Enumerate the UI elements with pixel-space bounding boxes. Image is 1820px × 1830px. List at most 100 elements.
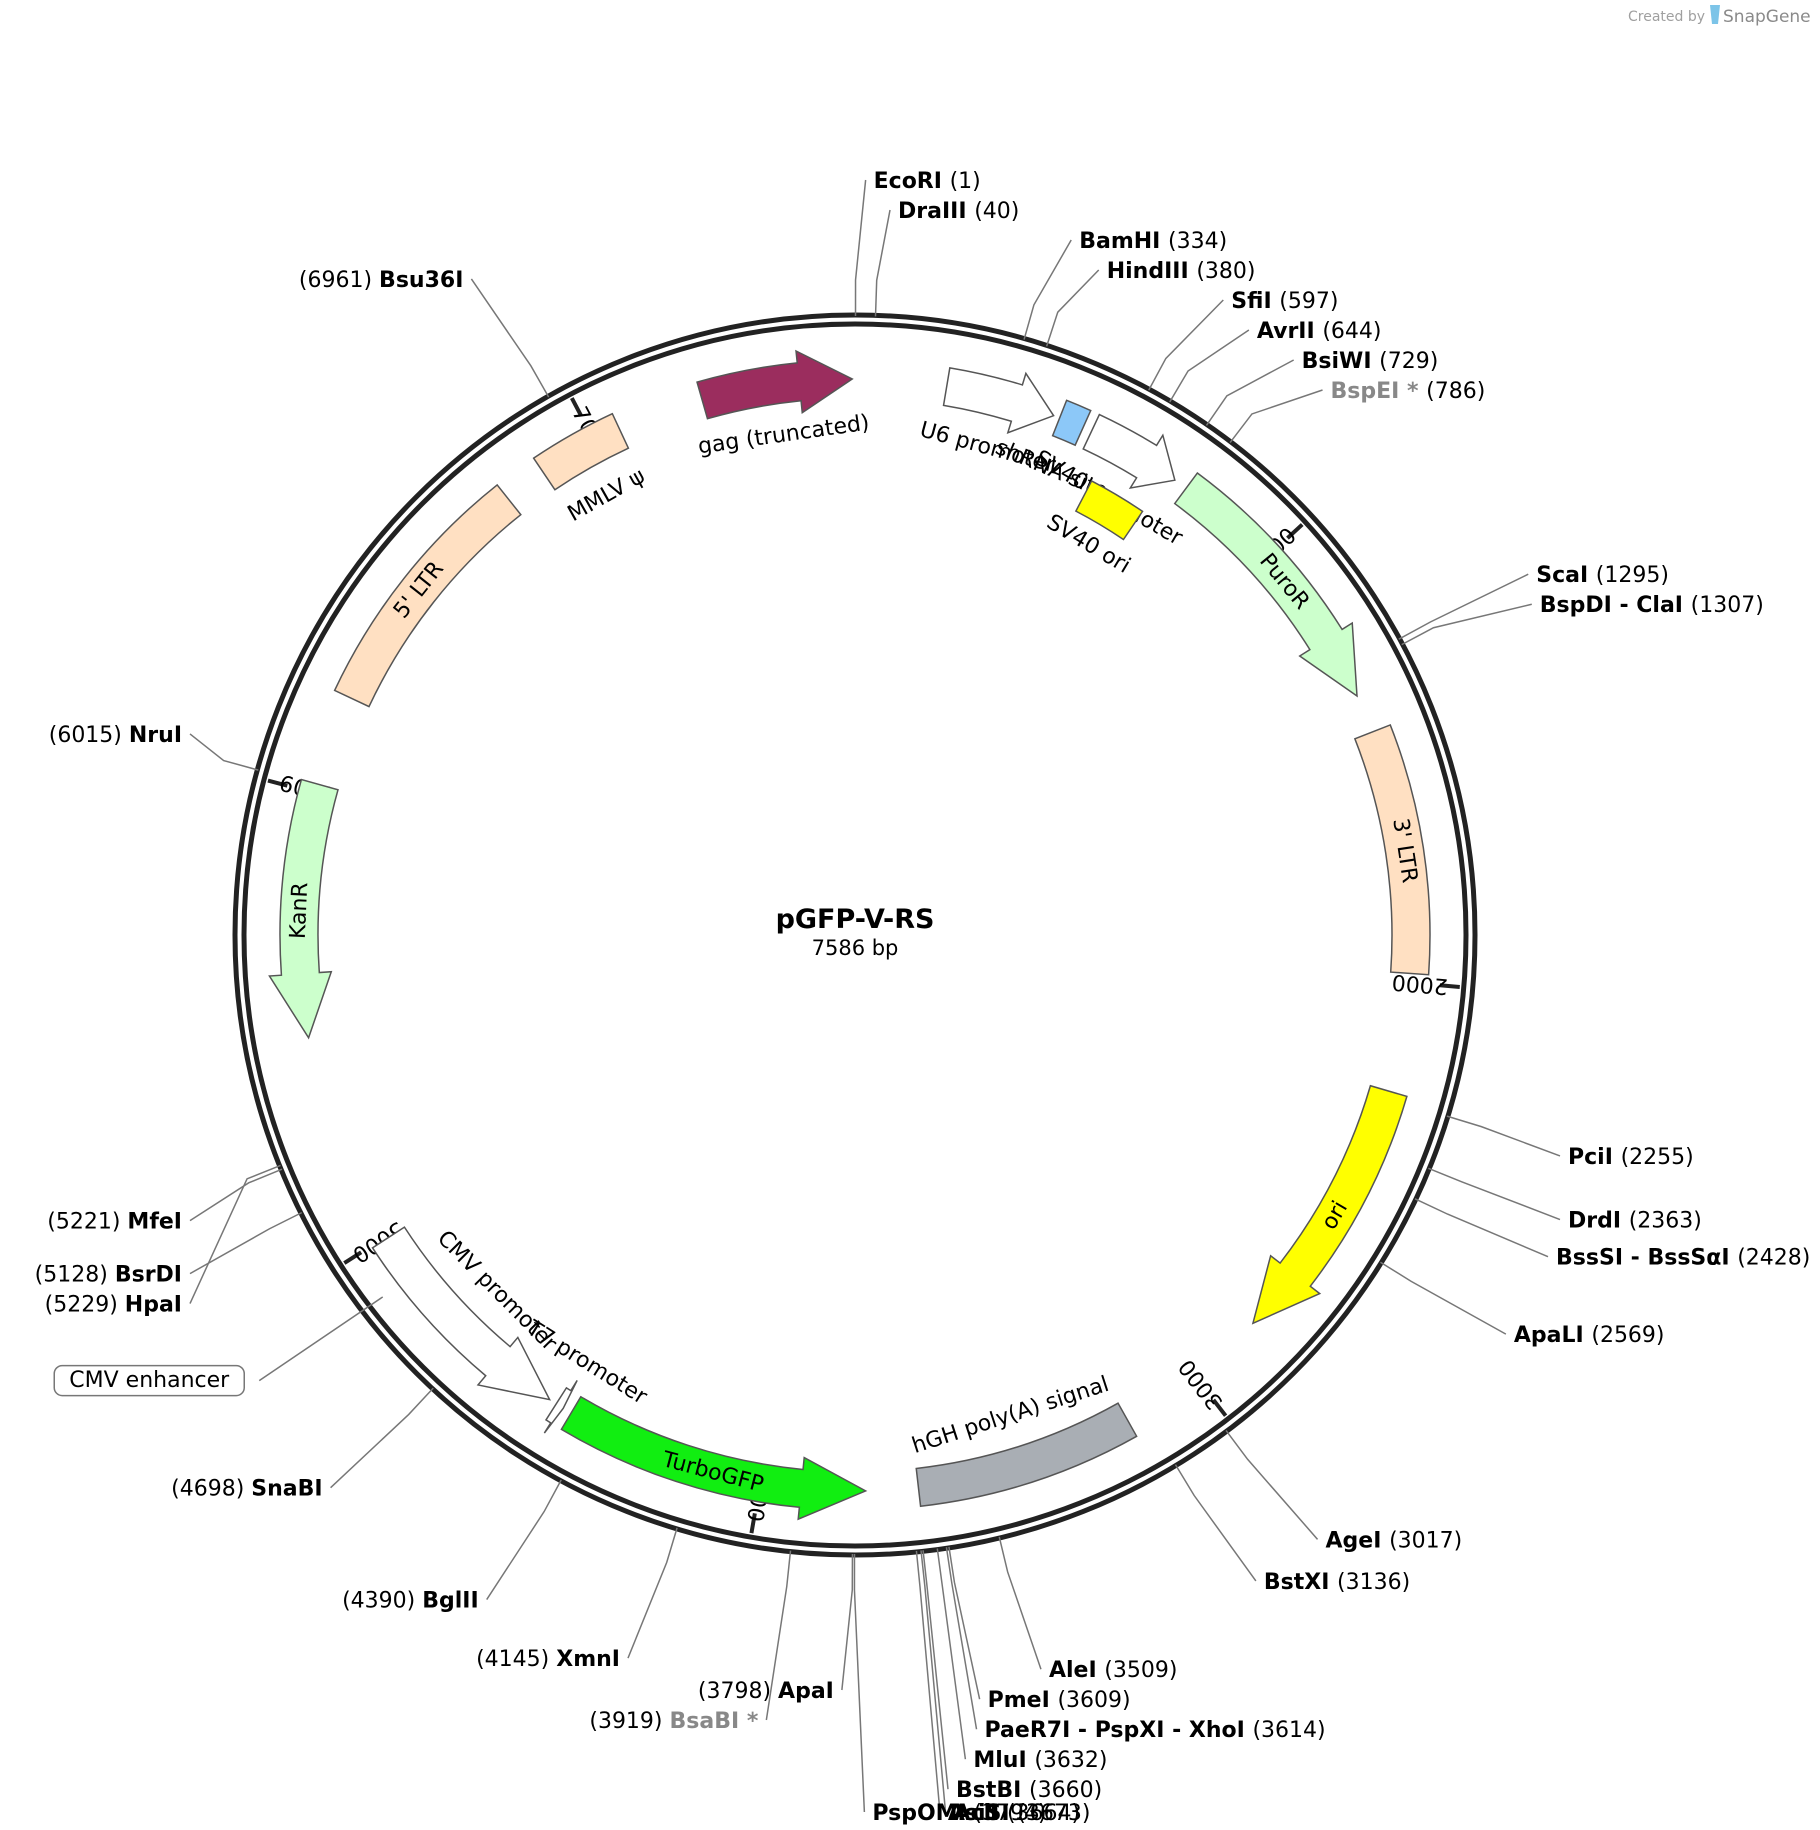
site-label-bamhi[interactable]: BamHI (334) <box>1079 229 1227 254</box>
feature-puror[interactable] <box>1173 471 1358 698</box>
site-label-sfii[interactable]: SfiI (597) <box>1231 289 1338 314</box>
site-label-pspomi[interactable]: PspOMI (3794) <box>872 1801 1046 1826</box>
site-position: (4698) <box>171 1477 251 1502</box>
site-label-snabi[interactable]: (4698) SnaBI <box>171 1477 322 1502</box>
site-name: SnaBI <box>251 1477 322 1502</box>
site-label-asisi[interactable]: AsiSI (3673) <box>948 1801 1091 1826</box>
site-label-pcii[interactable]: PciI (2255) <box>1568 1145 1694 1170</box>
site-name: ScaI <box>1536 563 1596 588</box>
feature-shrna[interactable] <box>1051 399 1092 447</box>
site-label-bglii[interactable]: (4390) BglII <box>342 1589 479 1614</box>
site-label-bsrdi[interactable]: (5128) BsrDI <box>35 1263 182 1288</box>
site-position: (4145) <box>476 1647 556 1672</box>
site-position: (3017) <box>1389 1528 1462 1553</box>
site-name: BstBI <box>956 1778 1029 1803</box>
feature-ori[interactable] <box>1251 1084 1408 1325</box>
site-leader <box>1428 1167 1561 1221</box>
site-leader <box>1169 329 1250 403</box>
site-leader <box>915 1550 941 1813</box>
site-position: (6961) <box>299 268 379 293</box>
site-label-pmei[interactable]: PmeI (3609) <box>988 1688 1131 1713</box>
site-label-agei[interactable]: AgeI (3017) <box>1326 1528 1463 1553</box>
site-label-draiii[interactable]: DraIII (40) <box>898 199 1019 224</box>
site-position: (3794) <box>973 1801 1046 1826</box>
site-label-bsu36i[interactable]: (6961) Bsu36I <box>299 268 463 293</box>
site-leader <box>841 1553 854 1691</box>
site-leader <box>189 1168 283 1222</box>
site-label-ecori[interactable]: EcoRI (1) <box>874 169 981 194</box>
site-position: (2569) <box>1591 1323 1664 1348</box>
feature-sv40p[interactable] <box>1082 413 1176 490</box>
tick-label: 3000 <box>1174 1354 1228 1414</box>
site-name: ApaI <box>778 1679 834 1704</box>
site-position: (3136) <box>1337 1570 1410 1595</box>
site-label-hpai[interactable]: (5229) HpaI <box>45 1293 182 1318</box>
cmv-enhancer-box <box>53 1364 245 1397</box>
feature-sv40ori[interactable] <box>1074 479 1144 541</box>
site-leader <box>1045 269 1100 347</box>
site-label-apai[interactable]: (3798) ApaI <box>698 1679 834 1704</box>
site-leader <box>1174 1464 1257 1582</box>
site-label-bspdi[interactable]: BspDI - ClaI (1307) <box>1540 593 1764 618</box>
feature-kanr[interactable] <box>268 778 339 1040</box>
site-label-paer7i[interactable]: PaeR7I - PspXI - XhoI (3614) <box>985 1718 1326 1743</box>
feature-turbo[interactable] <box>560 1395 868 1521</box>
site-name: BssSI - BssSαI <box>1556 1246 1737 1271</box>
site-label-hindiii[interactable]: HindIII (380) <box>1107 259 1256 284</box>
site-position: (1) <box>950 169 981 194</box>
site-leader <box>922 1550 949 1790</box>
site-label-mlui[interactable]: MluI (3632) <box>973 1748 1107 1773</box>
feature-t7[interactable] <box>543 1380 578 1434</box>
site-leader <box>470 278 550 398</box>
site-position: (5229) <box>45 1293 125 1318</box>
credit-prefix: Created by <box>1628 9 1705 25</box>
tick-mark <box>1439 983 1460 989</box>
site-position: (3632) <box>1034 1748 1107 1773</box>
site-label-alei[interactable]: AleI (3509) <box>1049 1658 1178 1683</box>
site-position: (3660) <box>1029 1778 1102 1803</box>
site-label-bsabi[interactable]: (3919) BsaBI * <box>589 1709 758 1734</box>
site-name: BglII <box>422 1589 478 1614</box>
site-label-bstbi[interactable]: BstBI (3660) <box>956 1778 1102 1803</box>
site-label-bsssi[interactable]: BssSI - BssSαI (2428) <box>1556 1246 1810 1271</box>
site-leader <box>330 1387 434 1489</box>
site-name: PmeI <box>988 1688 1058 1713</box>
site-label-bstxi[interactable]: BstXI (3136) <box>1264 1570 1410 1595</box>
site-position: (1295) <box>1596 563 1669 588</box>
site-label-avrii[interactable]: AvrII (644) <box>1257 319 1382 344</box>
site-name: ApaLI <box>1514 1323 1591 1348</box>
site-name: Bsu36I <box>379 268 463 293</box>
site-name: AclI <box>954 1801 1007 1826</box>
feature-ltr3[interactable] <box>1353 723 1431 976</box>
feature-hgh[interactable] <box>915 1402 1138 1508</box>
site-label-xmni[interactable]: (4145) XmnI <box>476 1647 620 1672</box>
site-label-apali[interactable]: ApaLI (2569) <box>1514 1323 1665 1348</box>
feature-ltr5[interactable] <box>333 483 522 708</box>
site-name: BspDI - ClaI <box>1540 593 1691 618</box>
site-label-nrui[interactable]: (6015) NruI <box>49 723 182 748</box>
feature-gag[interactable] <box>696 349 854 420</box>
site-label-bspei[interactable]: BspEI * (786) <box>1331 379 1486 404</box>
site-name: PspOMI <box>872 1801 973 1826</box>
site-leader <box>1414 1198 1549 1258</box>
site-label-drdi[interactable]: DrdI (2363) <box>1568 1209 1702 1234</box>
feature-u6[interactable] <box>942 367 1055 434</box>
tick-mark <box>749 1513 757 1534</box>
site-label-acli[interactable]: AclI (3664) <box>954 1801 1081 1826</box>
feature-label-kanr: KanR <box>286 882 313 940</box>
feature-cmv[interactable] <box>371 1226 552 1401</box>
site-leader <box>1148 299 1224 391</box>
site-position: (597) <box>1279 289 1338 314</box>
snapgene-logo-icon <box>1710 5 1720 24</box>
feature-mmlv[interactable] <box>532 412 630 491</box>
site-name: DraIII <box>898 199 974 224</box>
site-label-bsiwi[interactable]: BsiWI (729) <box>1302 349 1439 374</box>
site-label-mfei[interactable]: (5221) MfeI <box>47 1210 182 1235</box>
site-position: (3664) <box>1007 1801 1080 1826</box>
site-position: (6015) <box>49 723 129 748</box>
tick-mark <box>1211 1398 1228 1417</box>
site-label-scai[interactable]: ScaI (1295) <box>1536 563 1669 588</box>
site-leader <box>765 1550 792 1721</box>
site-name: SfiI <box>1231 289 1279 314</box>
backbone-inner <box>241 321 1469 1549</box>
